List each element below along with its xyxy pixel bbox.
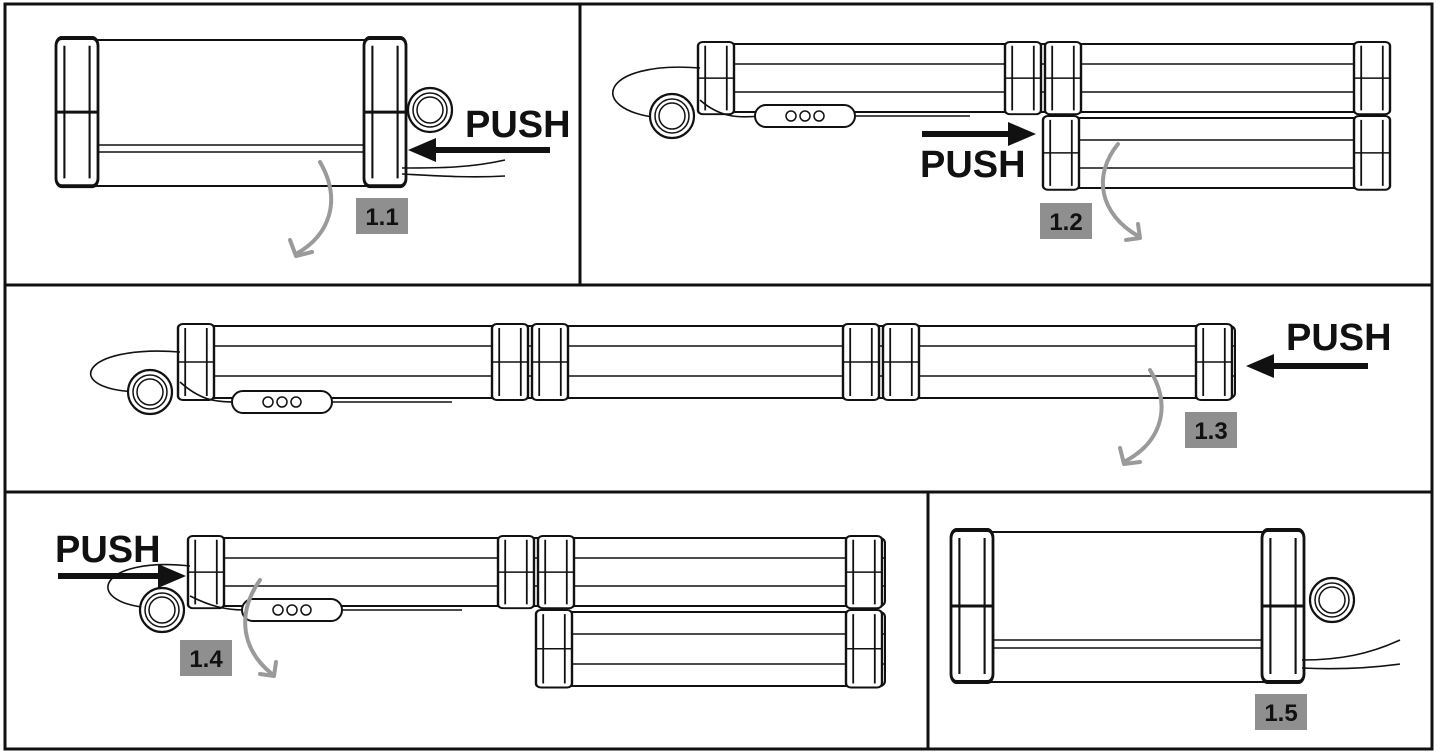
step-badge: 1.3 — [1185, 412, 1237, 448]
step-badge-label: 1.3 — [1194, 418, 1227, 445]
step-badge: 1.4 — [180, 640, 232, 676]
cable-coil-icon — [89, 350, 236, 416]
step-badge: 1.2 — [1040, 203, 1092, 239]
push-arrow-icon — [408, 138, 550, 162]
rotate-arrow-icon — [1100, 142, 1142, 242]
step-1-5-panel: 1.5 — [949, 528, 1401, 730]
push-label: PUSH — [920, 144, 1026, 186]
light-bar-folded — [949, 528, 1306, 684]
cable-coil-icon — [1301, 576, 1401, 670]
rotate-arrow-icon — [288, 160, 334, 258]
step-badge-label: 1.1 — [365, 204, 398, 231]
rotate-arrow-icon — [1118, 368, 1164, 466]
remote-control-icon — [231, 390, 452, 414]
panel-frames — [3, 2, 1434, 751]
cable-coil-icon — [401, 86, 506, 178]
light-bar-top-pair — [696, 40, 1392, 116]
push-label: PUSH — [465, 104, 571, 146]
cable-coil-icon — [107, 563, 246, 634]
light-bar-full — [176, 322, 1236, 402]
light-bar-bottom — [1041, 114, 1392, 191]
push-label: PUSH — [1286, 317, 1392, 359]
step-1-3-panel: PUSH 1.3 — [89, 317, 1392, 466]
push-arrow-icon — [1246, 354, 1368, 378]
step-1-4-panel: PUSH 1.4 — [55, 529, 886, 689]
remote-control-icon — [241, 598, 462, 622]
step-badge: 1.5 — [1255, 694, 1307, 730]
step-badge-label: 1.2 — [1049, 209, 1082, 236]
push-arrow-icon — [58, 564, 186, 588]
light-bar-folded — [54, 36, 408, 189]
push-arrow-icon — [922, 122, 1036, 146]
step-badge: 1.1 — [356, 198, 408, 234]
light-bar-bottom — [534, 608, 886, 689]
step-1-1-panel: PUSH 1.1 — [54, 36, 571, 258]
push-label: PUSH — [55, 529, 161, 571]
remote-control-icon — [754, 104, 970, 128]
step-badge-label: 1.5 — [1264, 700, 1297, 727]
rotate-arrow-icon — [243, 578, 278, 678]
light-bar-top-pair — [186, 534, 886, 610]
step-1-2-panel: PUSH 1.2 — [612, 40, 1392, 242]
step-badge-label: 1.4 — [189, 646, 223, 673]
